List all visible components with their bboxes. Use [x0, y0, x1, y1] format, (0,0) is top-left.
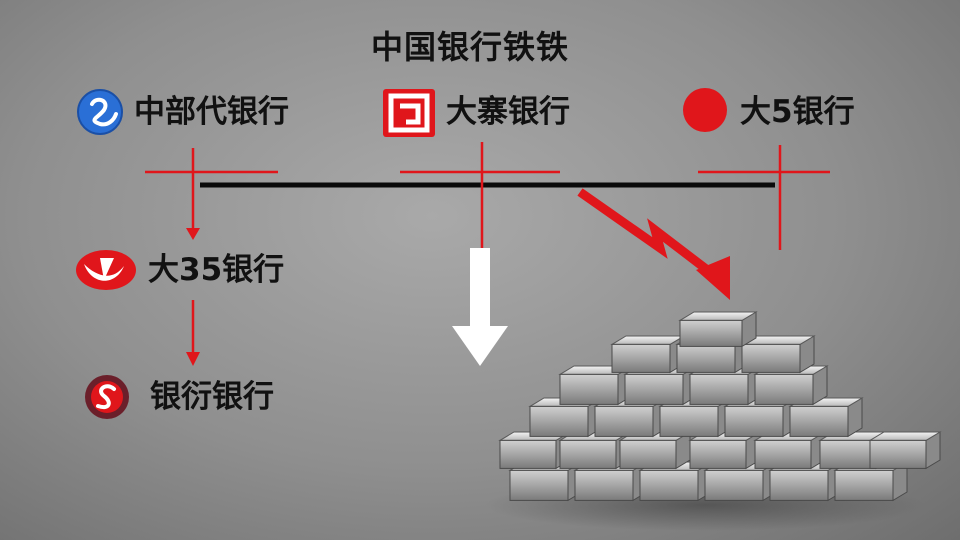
silver-bar — [740, 335, 816, 374]
silver-bar — [610, 335, 686, 374]
white-down-arrow — [452, 248, 508, 366]
left-down-arrow — [186, 300, 200, 366]
maroon-s-logo-icon — [85, 375, 129, 419]
left-cross-connector — [145, 148, 278, 240]
bank-label-zhongbudai: 中部代银行 — [134, 94, 289, 130]
silver-bar — [753, 431, 827, 470]
bank-label-yinyan: 银衍银行 — [150, 379, 274, 415]
silver-bar — [678, 311, 758, 348]
red-wing-logo-icon — [76, 250, 136, 290]
bank-label-da35: 大35银行 — [148, 252, 285, 288]
silver-bars-pile-icon — [485, 311, 942, 531]
diagram-title: 中国银行铁铁 — [370, 28, 569, 66]
red-zigzag-down-arrow — [577, 188, 730, 300]
bank-label-da5: 大5银行 — [740, 94, 855, 130]
silver-bar — [688, 431, 762, 470]
silver-bar — [753, 365, 829, 406]
red-circle-logo-icon — [683, 88, 727, 132]
bank-label-dazhai: 大寨银行 — [446, 94, 570, 130]
silver-bar — [868, 431, 942, 470]
red-square-logo-icon — [383, 89, 435, 137]
silver-bar — [618, 431, 692, 470]
center-cross-connector — [400, 142, 560, 248]
right-cross-connector — [698, 145, 830, 250]
blue-swirl-logo-icon — [77, 89, 123, 135]
